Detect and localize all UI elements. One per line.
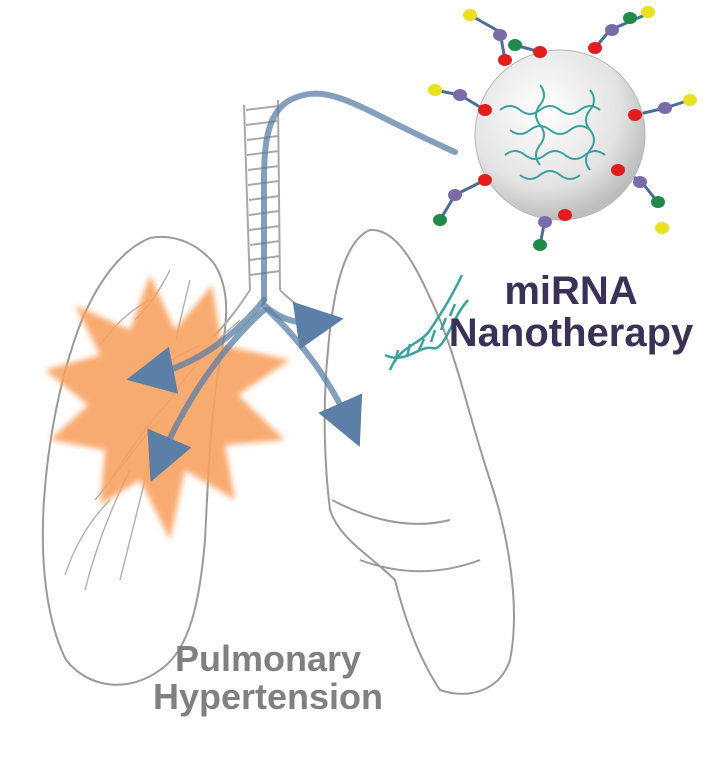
ligand-beads — [428, 6, 697, 251]
mirna-nanotherapy-label: miRNA Nanotherapy — [430, 270, 712, 354]
right-lung-fissure — [331, 499, 481, 573]
arrow-left-lower — [147, 307, 267, 483]
disease-label-line2: Hypertension — [152, 675, 384, 717]
therapy-label-line1: miRNA — [504, 269, 638, 313]
mirna-helix-icon — [384, 274, 469, 371]
pulmonary-hypertension-label: Pulmonary Hypertension — [128, 640, 408, 716]
arrow-left-upper — [126, 297, 267, 394]
therapy-label-line2: Nanotherapy — [448, 311, 694, 355]
encapsulated-rna — [499, 84, 606, 180]
arrow-right-lower — [265, 307, 363, 447]
disease-label-line1: Pulmonary — [174, 638, 362, 679]
nanoparticle — [428, 6, 697, 251]
delivery-arrows — [126, 90, 458, 483]
arrow-main-path — [260, 90, 458, 303]
lesion-starburst — [45, 275, 290, 540]
